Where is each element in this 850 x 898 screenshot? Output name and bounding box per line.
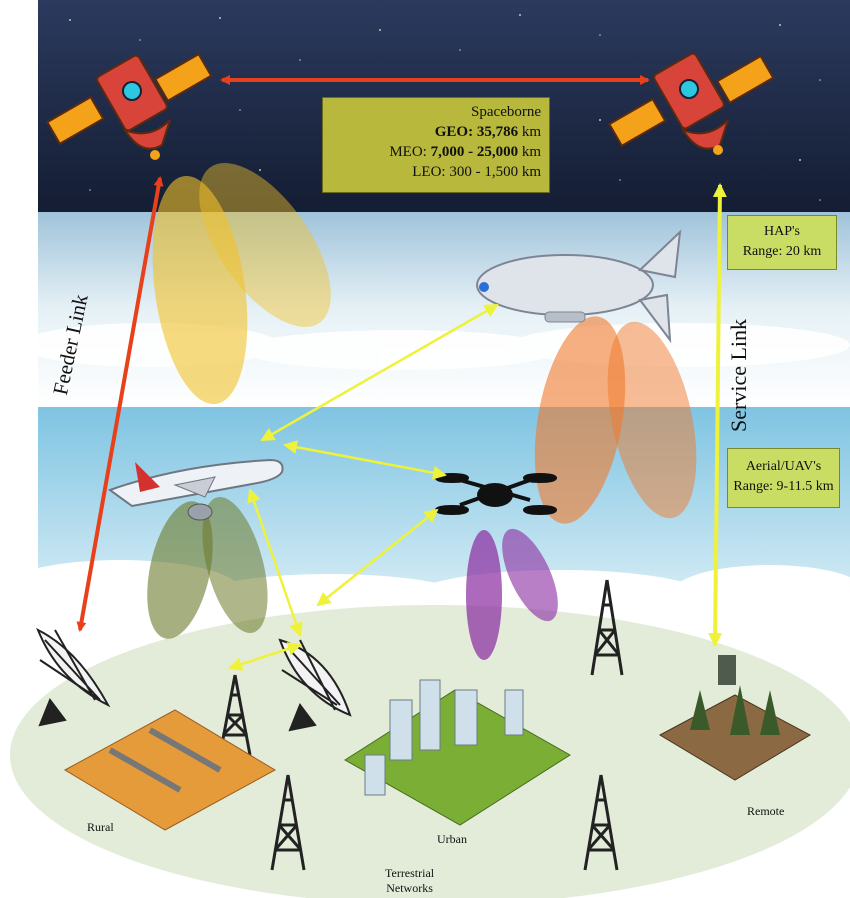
drone-beams — [466, 528, 558, 660]
dish-antenna-icon-left — [36, 627, 111, 727]
meo-label: MEO: — [389, 144, 427, 160]
leo-line: LEO: 300 - 1,500 km — [412, 164, 541, 180]
geo-line: GEO: 35,786 km — [323, 122, 541, 142]
satellite-beams — [152, 163, 331, 405]
service-link-arrow — [708, 183, 727, 647]
satellite-icon-left — [45, 52, 213, 160]
aerial-line1: Aerial/UAV's — [745, 459, 822, 474]
aerial-label-box: Aerial/UAV's Range: 9-11.5 km — [727, 448, 840, 508]
haps-label-box: HAP's Range: 20 km — [727, 215, 837, 270]
terrestrial-line1: Terrestrial — [385, 866, 435, 880]
feeder-link-arrow — [76, 176, 164, 632]
remote-scene — [658, 655, 812, 781]
urban-label: Urban — [437, 832, 467, 846]
aerial-line2: Range: 9-11.5 km — [733, 479, 834, 494]
meo-unit: km — [521, 144, 541, 160]
spaceborne-label-box: Spaceborne GEO: 35,786 km MEO: 7,000 - 2… — [322, 97, 550, 193]
satellite-icon-right — [607, 52, 775, 155]
terrestrial-line2: Networks — [386, 881, 433, 895]
service-link-label: Service Link — [726, 318, 751, 432]
geo-value: 35,786 — [476, 124, 519, 140]
terrestrial-networks-label: Terrestrial Networks — [385, 866, 434, 896]
geo-label: GEO: — [434, 124, 474, 140]
mesh-links — [228, 303, 499, 671]
spaceborne-title: Spaceborne — [471, 104, 541, 120]
haps-beams — [534, 316, 697, 524]
rural-scene — [63, 709, 277, 831]
geo-unit: km — [521, 124, 541, 140]
urban-scene — [344, 679, 571, 826]
haps-line1: HAP's — [764, 224, 800, 239]
meo-value: 7,000 - 25,000 — [430, 144, 519, 160]
haps-line2: Range: 20 km — [742, 244, 822, 259]
meo-line: MEO: 7,000 - 25,000 km — [323, 142, 541, 162]
airship-icon — [476, 229, 682, 344]
cell-tower-icons — [218, 579, 624, 871]
remote-label: Remote — [747, 804, 785, 818]
rural-label: Rural — [87, 820, 114, 834]
